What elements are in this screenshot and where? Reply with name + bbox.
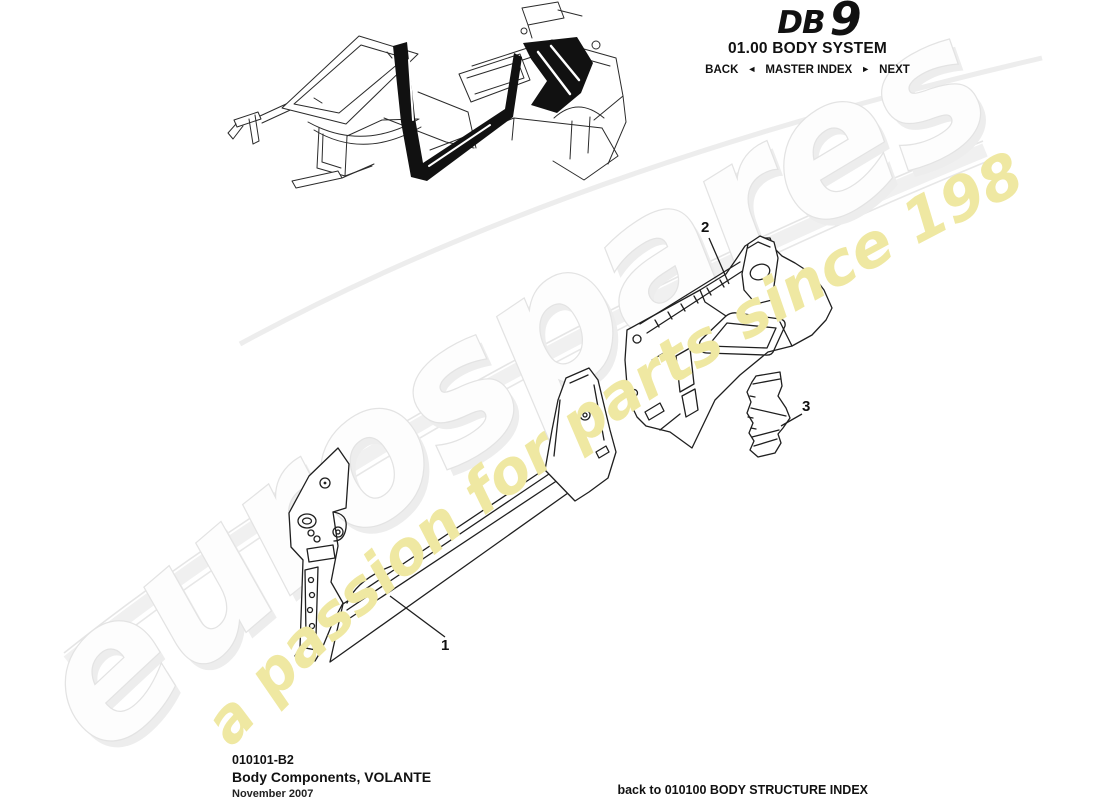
document-date: November 2007 — [232, 788, 314, 801]
page-header: DB 9 01.00 BODY SYSTEM BACK ◄ MASTER IND… — [650, 0, 965, 76]
highlighted-side-frame — [393, 42, 522, 181]
swoosh-graphic — [63, 55, 1043, 674]
header-nav: BACK ◄ MASTER INDEX ► NEXT — [650, 64, 965, 76]
document-info: 010101-B2 Body Components, VOLANTE Novem… — [232, 753, 431, 801]
callout-1-label: 1 — [441, 637, 450, 654]
back-to-index-link[interactable]: back to 010100 BODY STRUCTURE INDEX — [617, 783, 868, 797]
db9-logo-db: DB — [777, 5, 825, 41]
part-2-rear-quarter-panel — [624, 235, 833, 449]
nav-back-link[interactable]: BACK — [705, 64, 739, 76]
nav-next-link[interactable]: NEXT — [879, 64, 910, 76]
system-title: 01.00 BODY SYSTEM — [727, 40, 888, 57]
document-code: 010101-B2 — [232, 753, 294, 767]
nav-master-index-link[interactable]: MASTER INDEX — [765, 64, 853, 76]
callout-3-label: 3 — [802, 398, 811, 415]
part-1-body-side-panel — [288, 367, 617, 663]
callout-2-leader — [708, 237, 730, 285]
back-arrow-icon: ◄ — [747, 64, 757, 74]
car-body-thumbnail — [227, 1, 627, 189]
callout-leaders — [389, 237, 803, 638]
callout-2-label: 2 — [701, 219, 710, 236]
eurospares-watermark: eurospares eurospares — [0, 0, 1031, 798]
document-title: Body Components, VOLANTE — [232, 769, 432, 786]
part-3-bracket — [746, 371, 791, 458]
highlighted-rear-quarter — [523, 37, 593, 113]
callout-3-leader — [780, 413, 803, 427]
db9-logo-9: 9 — [829, 0, 862, 46]
callout-1-leader — [389, 595, 446, 638]
db9-logo: DB 9 — [662, 0, 977, 46]
next-arrow-icon: ► — [861, 64, 871, 74]
